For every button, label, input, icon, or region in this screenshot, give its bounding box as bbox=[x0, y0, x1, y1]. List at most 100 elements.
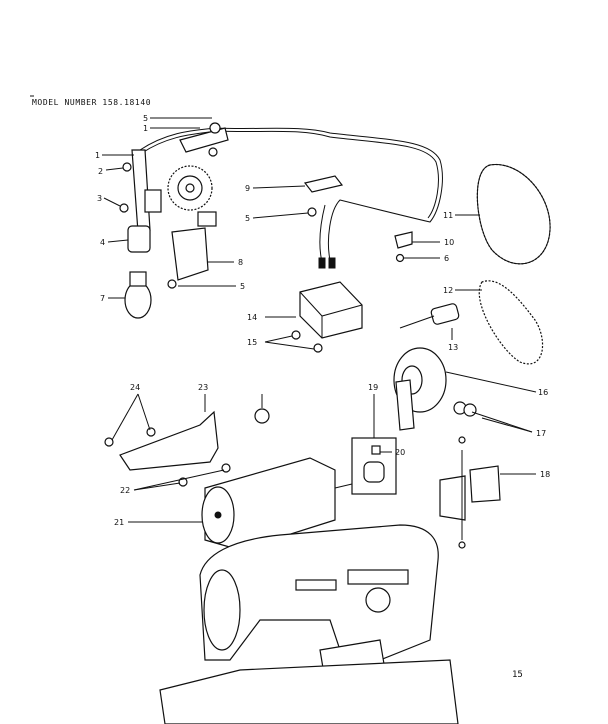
callout-22: 23 bbox=[198, 383, 208, 392]
bracket-bolt bbox=[254, 408, 270, 424]
callout-17: 18 bbox=[540, 470, 550, 479]
cord-terminal-2 bbox=[328, 257, 336, 269]
callout-7: 8 bbox=[238, 258, 243, 267]
washer bbox=[208, 147, 218, 157]
bracket-screw-2 bbox=[104, 437, 114, 447]
clamp-screw bbox=[307, 207, 317, 217]
pulley-assembly bbox=[393, 347, 477, 431]
callout-18: 19 bbox=[368, 383, 378, 392]
motor-bracket bbox=[104, 408, 270, 487]
part-18 bbox=[351, 437, 397, 495]
cord-retainer bbox=[394, 231, 413, 249]
leader-4 bbox=[107, 239, 129, 243]
brush-cap bbox=[371, 445, 381, 455]
lamp-assembly bbox=[119, 122, 443, 319]
cord-terminal bbox=[318, 257, 326, 269]
switch-terminal-bottom bbox=[458, 541, 466, 549]
callout-labels: 5 1 1 2 3 4 7 8 5 9 5 10 6 11 12 14 15 1… bbox=[95, 114, 550, 527]
bulb-base bbox=[129, 271, 147, 287]
sewing-machine-head bbox=[159, 524, 459, 724]
callout-12: 13 bbox=[448, 343, 458, 352]
callout-15: 16 bbox=[538, 388, 548, 397]
callout-20: 21 bbox=[114, 518, 124, 527]
machine-badge bbox=[295, 579, 337, 591]
leader-lines bbox=[102, 117, 537, 523]
callout-6: 7 bbox=[100, 294, 105, 303]
leader-14b bbox=[264, 341, 315, 350]
switch-clip bbox=[197, 211, 217, 227]
leader-16a bbox=[471, 411, 533, 433]
capacitor-screw-2 bbox=[313, 343, 323, 353]
callout-14: 15 bbox=[247, 338, 257, 347]
leader-14a bbox=[264, 335, 293, 343]
callout-2: 2 bbox=[98, 167, 103, 176]
leader-23a bbox=[111, 393, 139, 441]
cord-clamp bbox=[303, 175, 344, 217]
machine-nameplate bbox=[347, 569, 409, 585]
part-12 bbox=[430, 303, 460, 325]
capacitor bbox=[291, 281, 363, 353]
callout-5a: 5 bbox=[143, 114, 148, 123]
callout-1a: 1 bbox=[143, 124, 148, 133]
callout-4: 4 bbox=[100, 238, 105, 247]
motor bbox=[201, 457, 353, 551]
callout-5c: 5 bbox=[245, 214, 250, 223]
machine-base bbox=[159, 659, 459, 724]
callout-16: 17 bbox=[536, 429, 546, 438]
power-cord-parallel bbox=[141, 130, 439, 219]
capacitor-screw-1 bbox=[291, 330, 301, 340]
callout-23: 24 bbox=[130, 383, 140, 392]
lamp-switch bbox=[171, 227, 209, 281]
switch-terminal-top bbox=[458, 436, 466, 444]
motor-brush bbox=[430, 303, 460, 325]
drive-belt-small bbox=[478, 280, 544, 365]
cord-clamp-plate bbox=[303, 175, 344, 193]
drive-belt-large-outline bbox=[476, 164, 551, 265]
motor-switch bbox=[439, 436, 501, 549]
pulley-bracket bbox=[395, 379, 415, 431]
leader-3 bbox=[103, 197, 121, 207]
callout-19: 20 bbox=[395, 448, 405, 457]
leader-23b bbox=[137, 393, 151, 431]
callout-9: 10 bbox=[444, 238, 454, 247]
part-9 bbox=[394, 231, 413, 263]
page-number: 15 bbox=[512, 670, 523, 680]
washer-21b bbox=[221, 463, 231, 473]
model-number-label: MODEL NUMBER 158.18140 bbox=[32, 98, 152, 107]
pulley-screw-2 bbox=[463, 403, 477, 417]
bracket-screw-1 bbox=[146, 427, 156, 437]
lamp-bracket-top bbox=[179, 127, 229, 153]
drive-belt-large bbox=[476, 163, 551, 265]
switch-body bbox=[469, 465, 501, 503]
bracket-plate bbox=[119, 410, 219, 471]
lamp-bulb bbox=[124, 281, 152, 319]
switch-plate bbox=[439, 475, 466, 521]
callout-5d: 6 bbox=[444, 254, 449, 263]
leader-8 bbox=[252, 185, 306, 189]
cord-lead bbox=[319, 204, 326, 263]
screw-5b bbox=[167, 279, 177, 289]
callout-5b: 5 bbox=[240, 282, 245, 291]
motor-vent bbox=[214, 511, 222, 519]
stitch-dial bbox=[365, 587, 391, 613]
capacitor-box bbox=[299, 281, 363, 339]
callout-1b: 1 bbox=[95, 151, 100, 160]
lamp-socket bbox=[127, 225, 151, 253]
switch-gear-axle bbox=[185, 183, 195, 193]
leader-15 bbox=[445, 371, 537, 393]
leader-5c bbox=[252, 212, 309, 219]
leader-21a bbox=[133, 482, 181, 491]
callout-3: 3 bbox=[97, 194, 102, 203]
callout-8: 9 bbox=[245, 184, 250, 193]
screw-2 bbox=[122, 162, 132, 172]
callout-13: 14 bbox=[247, 313, 257, 322]
leader-16b bbox=[481, 417, 533, 433]
callout-10: 11 bbox=[443, 211, 453, 220]
brush-holder bbox=[363, 461, 385, 483]
motor-shaft bbox=[334, 483, 353, 489]
motor-housing bbox=[204, 457, 336, 551]
retainer-screw bbox=[395, 253, 405, 263]
screw-top bbox=[209, 122, 221, 134]
